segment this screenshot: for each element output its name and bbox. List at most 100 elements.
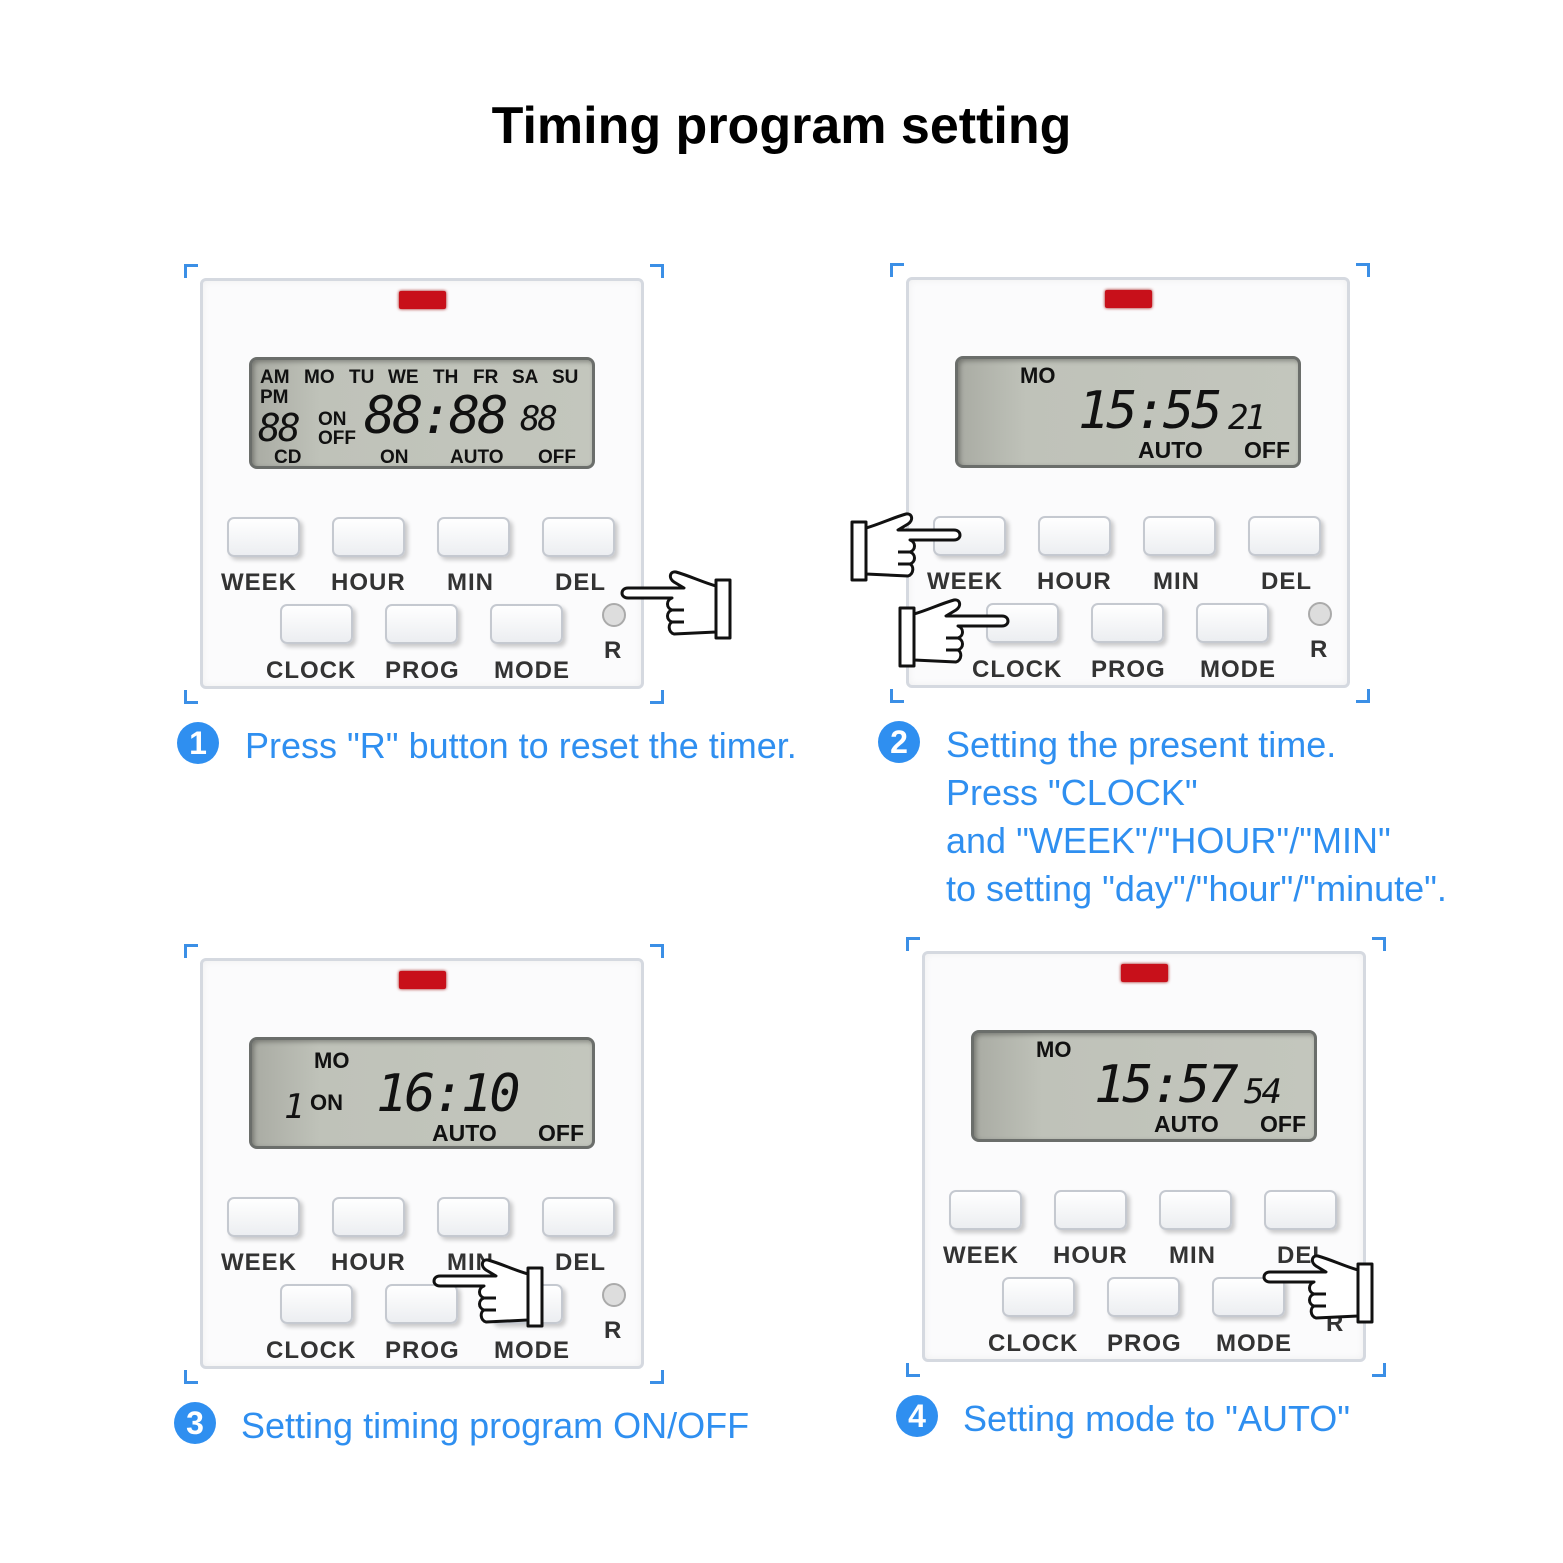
mode-button[interactable]: [1196, 603, 1269, 643]
time-digits: 15:55: [1078, 381, 1223, 441]
seconds-digits: 21: [1228, 398, 1266, 438]
mode-label: AUTO: [432, 1120, 497, 1146]
pointing-hand-icon: [898, 596, 1010, 672]
time-digits: 16:10: [376, 1064, 521, 1124]
frame-corner: [650, 264, 664, 278]
frame-corner: [906, 1363, 920, 1377]
step-number-badge: 2: [878, 721, 920, 763]
reset-button[interactable]: [602, 1283, 626, 1307]
instruction-line: Setting the present time.: [946, 724, 1337, 765]
reset-button[interactable]: [602, 603, 626, 627]
min-button[interactable]: [1159, 1190, 1232, 1230]
mode-label: MODE: [494, 1337, 570, 1364]
frame-corner: [184, 944, 198, 958]
reset-label: R: [604, 637, 623, 664]
prog-button[interactable]: [385, 1284, 458, 1324]
min-button[interactable]: [437, 1197, 510, 1237]
reset-label: R: [1310, 636, 1329, 663]
instruction-line: Setting mode to "AUTO": [963, 1398, 1351, 1439]
week-button[interactable]: [227, 1197, 300, 1237]
del-label: DEL: [555, 1249, 606, 1276]
frame-corner: [650, 690, 664, 704]
pointing-hand-icon: [850, 510, 962, 586]
step-number-badge: 1: [177, 722, 219, 764]
day-label: MO: [304, 367, 335, 388]
del-button[interactable]: [542, 1197, 615, 1237]
step-number-badge: 4: [896, 1395, 938, 1437]
prog-label: PROG: [385, 657, 460, 684]
frame-corner: [184, 264, 198, 278]
day-label: TH: [433, 367, 459, 388]
clock-button[interactable]: [280, 1284, 353, 1324]
indicator-led: [1121, 964, 1168, 982]
mode-label: MODE: [494, 657, 570, 684]
frame-corner: [1356, 689, 1370, 703]
step-instruction: Setting mode to "AUTO": [963, 1395, 1350, 1443]
reset-button[interactable]: [1308, 602, 1332, 626]
prog-button[interactable]: [385, 604, 458, 644]
program-digits: 88: [258, 406, 301, 450]
indicator-led: [1105, 290, 1152, 308]
pm-label: PM: [260, 387, 289, 408]
prog-button[interactable]: [1107, 1277, 1180, 1317]
week-label: WEEK: [221, 569, 297, 596]
prog-button[interactable]: [1091, 603, 1164, 643]
hour-button[interactable]: [332, 517, 405, 557]
reset-label: R: [604, 1317, 623, 1344]
program-number: 1: [284, 1087, 305, 1127]
del-button[interactable]: [542, 517, 615, 557]
mode-button[interactable]: [490, 604, 563, 644]
indicator-led: [399, 291, 446, 309]
clock-button[interactable]: [1002, 1277, 1075, 1317]
del-button[interactable]: [1248, 516, 1321, 556]
week-label: WEEK: [927, 568, 1003, 595]
mode-label: MODE: [1216, 1330, 1292, 1357]
status-off: OFF: [538, 447, 576, 468]
del-label: DEL: [1261, 568, 1312, 595]
min-button[interactable]: [1143, 516, 1216, 556]
frame-corner: [890, 689, 904, 703]
frame-corner: [1356, 263, 1370, 277]
page-title: Timing program setting: [491, 97, 1072, 155]
prog-label: PROG: [1091, 656, 1166, 683]
instruction-line: Press "CLOCK": [946, 772, 1198, 813]
step-instruction: Setting timing program ON/OFF: [241, 1402, 749, 1450]
frame-corner: [650, 944, 664, 958]
day-label: SU: [552, 367, 579, 388]
hour-button[interactable]: [1054, 1190, 1127, 1230]
day-label: FR: [473, 367, 499, 388]
clock-label: CLOCK: [972, 656, 1063, 683]
clock-label: CLOCK: [988, 1330, 1079, 1357]
hour-label: HOUR: [331, 1249, 406, 1276]
mode-label: MODE: [1200, 656, 1276, 683]
off-label: OFF: [318, 428, 356, 449]
frame-corner: [650, 1370, 664, 1384]
pointing-hand-icon: [620, 568, 732, 644]
clock-label: CLOCK: [266, 1337, 357, 1364]
week-button[interactable]: [949, 1190, 1022, 1230]
del-button[interactable]: [1264, 1190, 1337, 1230]
day-label: MO: [1036, 1037, 1072, 1062]
frame-corner: [184, 1370, 198, 1384]
day-label: TU: [349, 367, 375, 388]
day-label: AM: [260, 367, 290, 388]
frame-corner: [184, 690, 198, 704]
hour-label: HOUR: [331, 569, 406, 596]
min-label: MIN: [447, 569, 494, 596]
min-button[interactable]: [437, 517, 510, 557]
week-label: WEEK: [943, 1242, 1019, 1269]
instruction-line: and "WEEK"/"HOUR"/"MIN": [946, 820, 1391, 861]
mode-button[interactable]: [1212, 1277, 1285, 1317]
mode-label: AUTO: [1154, 1111, 1219, 1137]
week-button[interactable]: [227, 517, 300, 557]
day-label: WE: [388, 367, 419, 388]
hour-button[interactable]: [332, 1197, 405, 1237]
clock-button[interactable]: [280, 604, 353, 644]
hour-button[interactable]: [1038, 516, 1111, 556]
